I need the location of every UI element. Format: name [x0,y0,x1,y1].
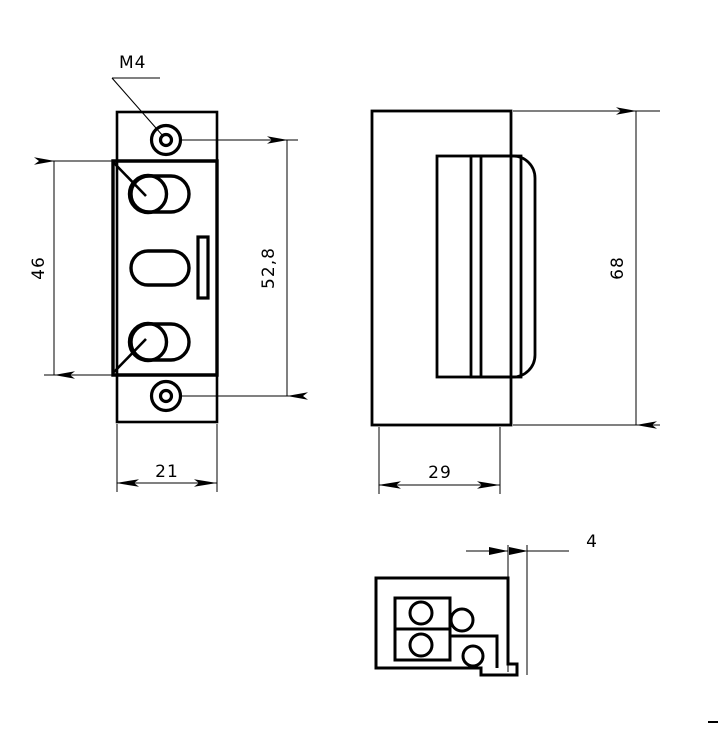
keeper-inner-rect [435,154,523,379]
hole-bottom-left [408,632,434,658]
front-body-outline [370,109,513,427]
left-view [111,110,219,424]
detail-step-outline [450,634,499,668]
m4-callout: M4 [111,53,164,137]
chamfer-line-bottom [113,338,147,373]
dimension-52-8: 52,8 [182,136,308,400]
screw-hole-upper-outer [149,123,183,157]
dim29-label: 29 [428,463,452,483]
dim21-label: 21 [155,462,179,482]
dim46-label: 46 [29,256,49,280]
dimension-68: 68 [513,107,660,429]
front-view [370,109,537,427]
slot-middle [129,249,191,287]
side-tab [196,235,210,300]
screw-hole-lower-inner [158,388,174,404]
dimension-29: 29 [378,427,501,494]
hole-top-left [408,600,434,626]
m4-leader-line [111,77,164,137]
hole-right-upper [449,607,475,633]
dim528-label: 52,8 [259,247,279,289]
screw-hole-lower-outer [149,379,183,413]
dimension-21: 21 [116,424,218,492]
m4-label: M4 [119,53,146,73]
inner-plate-outline [111,159,219,377]
screw-hole-upper-inner [158,132,174,148]
dim4-label: 4 [586,532,598,552]
chamfer-line-top [113,162,147,197]
hole-right-lower [461,644,485,668]
slot-upper-circle [127,173,169,215]
dimension-46: 46 [29,157,115,379]
dimension-4: 4 [466,532,598,675]
slot-lower-circle [127,321,169,363]
dim68-label: 68 [608,256,628,280]
